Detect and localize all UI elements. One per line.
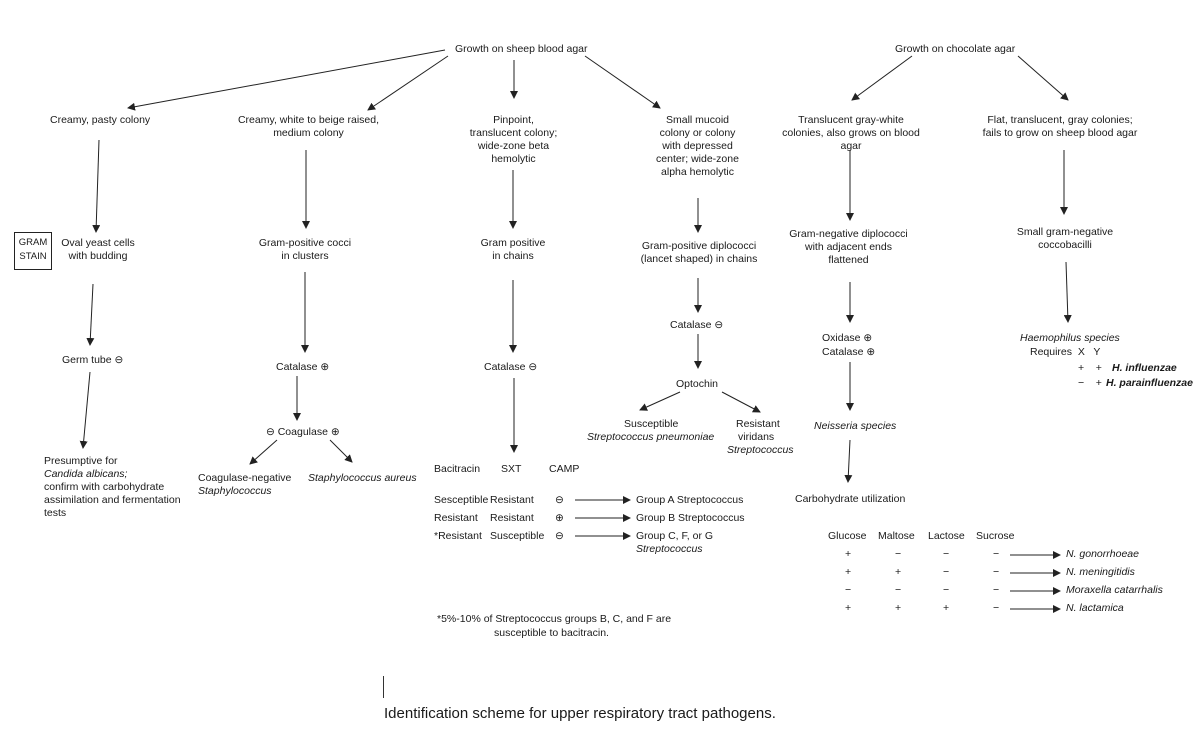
haemophilus-r2-values: − + <box>1078 377 1102 389</box>
carb-header-glucose: Glucose <box>828 530 867 542</box>
haemophilus-requires: Requires X Y <box>1030 346 1101 358</box>
carb-r4-g: + <box>845 602 852 614</box>
carb-r4-s: − <box>993 602 1000 614</box>
c4-optochin: Optochin <box>676 378 719 390</box>
neisseria-oxidase: Oxidase ⊕ <box>822 332 873 344</box>
carb-r3-l: − <box>943 584 950 596</box>
haemophilus-r1-name: H. influenzae <box>1112 362 1177 374</box>
footnote-line2: susceptible to bacitracin. <box>494 627 609 639</box>
figure-caption: Identification scheme for upper respirat… <box>384 705 776 722</box>
c4-res-line3: Streptococcus <box>727 444 794 456</box>
carb-r4-m: + <box>895 602 902 614</box>
carb-r3-name: Moraxella catarrhalis <box>1066 584 1163 596</box>
c4-sus-line1: Susceptible <box>624 418 679 430</box>
carb-r1-m: − <box>895 548 902 560</box>
c3-stain: Gram positive in chains <box>480 237 546 262</box>
carb-r2-g: + <box>845 566 852 578</box>
carb-r2-s: − <box>993 566 1000 578</box>
haemophilus-r2-name: H. parainfluenzae <box>1106 377 1193 389</box>
footnote-line1: *5%-10% of Streptococcus groups B, C, an… <box>437 613 672 625</box>
c3-row3-bac: *Resistant <box>434 530 482 542</box>
c3-row2-sxt: Resistant <box>490 512 534 524</box>
carb-header-lactose: Lactose <box>928 530 965 542</box>
c2-neg-line2: Staphylococcus <box>198 485 272 497</box>
c4-res-line1: Resistant <box>736 418 780 430</box>
carb-r2-name: N. meningitidis <box>1066 566 1135 578</box>
carb-r3-s: − <box>993 584 1000 596</box>
carb-r2-m: + <box>895 566 902 578</box>
carb-header-maltose: Maltose <box>878 530 915 542</box>
carb-r4-name: N. lactamica <box>1066 602 1124 614</box>
haemophilus-r1-values: + + <box>1078 362 1102 374</box>
neisseria-catalase: Catalase ⊕ <box>822 346 876 358</box>
c3-row2-bac: Resistant <box>434 512 478 524</box>
c3-row3-camp: ⊖ <box>555 530 564 542</box>
carb-r1-l: − <box>943 548 950 560</box>
c4-sus-line2: Streptococcus pneumoniae <box>587 431 715 443</box>
neisseria-stain: Gram-negative diplococci with adjacent e… <box>789 228 908 266</box>
c1-result-line2: Candida albicans; <box>44 468 128 480</box>
carb-r3-g: − <box>845 584 852 596</box>
c1-result-line1: Presumptive for <box>44 455 118 467</box>
c4-res-line2: viridans <box>738 431 775 443</box>
c1-test: Germ tube ⊖ <box>62 354 124 366</box>
carb-r3-m: − <box>895 584 902 596</box>
carb-r2-l: − <box>943 566 950 578</box>
c4-colony: Small mucoid colony or colony with depre… <box>656 114 739 178</box>
gram-stain-box: GRAM STAIN <box>14 232 52 270</box>
haemophilus-colony: Flat, translucent, gray colonies; fails … <box>982 114 1138 139</box>
c3-row3-sxt: Susceptible <box>490 530 545 542</box>
haemophilus-stain: Small gram-negative coccobacilli <box>1016 226 1114 251</box>
carb-r1-g: + <box>845 548 852 560</box>
neisseria-species: Neisseria species <box>814 420 897 432</box>
c3-row1-group: Group A Streptococcus <box>636 494 744 506</box>
chocolate-agar-root: Growth on chocolate agar <box>895 43 1016 55</box>
c3-group-last: Streptococcus <box>636 543 703 555</box>
sheep-blood-agar-root: Growth on sheep blood agar <box>455 43 588 55</box>
c3-row1-camp: ⊖ <box>555 494 564 506</box>
carb-r1-name: N. gonorrhoeae <box>1066 548 1139 560</box>
c3-row1-bac: Sesceptible <box>434 494 489 506</box>
neisseria-colony: Translucent gray-white colonies, also gr… <box>782 114 920 152</box>
margin-mark <box>383 676 384 698</box>
c1-colony: Creamy, pasty colony <box>50 114 151 126</box>
c2-stain: Gram-positive cocci in clusters <box>258 237 352 262</box>
carb-utilization: Carbohydrate utilization <box>795 493 906 505</box>
c3-colony: Pinpoint, translucent colony; wide-zone … <box>469 114 558 165</box>
carb-r1-s: − <box>993 548 1000 560</box>
haemophilus-species: Haemophilus species <box>1020 332 1120 344</box>
c2-coagulase: ⊖ Coagulase ⊕ <box>266 426 340 438</box>
carb-r4-l: + <box>943 602 950 614</box>
c2-colony: Creamy, white to beige raised, medium co… <box>237 114 380 139</box>
c3-row2-group: Group B Streptococcus <box>636 512 745 524</box>
c3-header-bacitracin: Bacitracin <box>434 463 481 475</box>
c2-test: Catalase ⊕ <box>276 361 330 373</box>
c3-row3-group: Group C, F, or G <box>636 530 714 542</box>
c4-test: Catalase ⊖ <box>670 319 724 331</box>
carb-header-sucrose: Sucrose <box>976 530 1015 542</box>
c1-result-line3: confirm with carbohydrate assimilation a… <box>44 481 181 519</box>
c3-row1-sxt: Resistant <box>490 494 534 506</box>
c1-stain: Oval yeast cells with budding <box>61 237 135 262</box>
c4-stain: Gram-positive diplococci (lancet shaped)… <box>640 240 758 265</box>
c3-header-camp: CAMP <box>549 463 580 475</box>
c2-pos: Staphylococcus aureus <box>308 472 417 484</box>
c3-header-sxt: SXT <box>501 463 522 475</box>
c2-neg-line1: Coagulase-negative <box>198 472 292 484</box>
c3-test: Catalase ⊖ <box>484 361 538 373</box>
c3-row2-camp: ⊕ <box>555 512 564 524</box>
